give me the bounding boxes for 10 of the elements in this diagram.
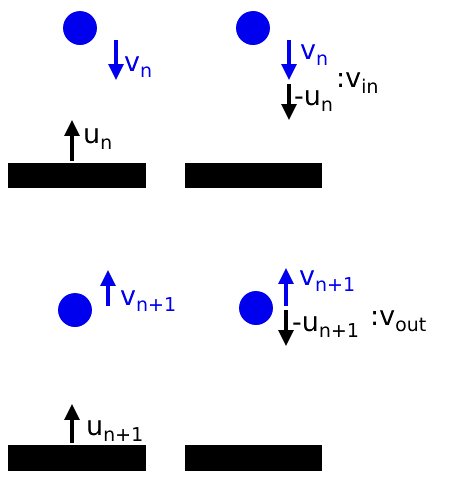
velocity-label: :v$_{out}$ <box>370 302 426 332</box>
velocity-label: u$_{n}$ <box>83 120 112 150</box>
velocity-label: v$_{n}$ <box>300 36 328 66</box>
velocity-label: -u$_{n+1}$ <box>292 308 359 338</box>
velocity-label: v$_{n+1}$ <box>120 282 176 312</box>
velocity-label: :v$_{in}$ <box>336 64 378 94</box>
velocity-label: v$_{n}$ <box>124 48 152 78</box>
velocity-label: v$_{n+1}$ <box>299 262 356 292</box>
velocity-label: -u$_{n}$ <box>294 82 333 112</box>
velocity-label: u$_{n+1}$ <box>86 412 144 442</box>
